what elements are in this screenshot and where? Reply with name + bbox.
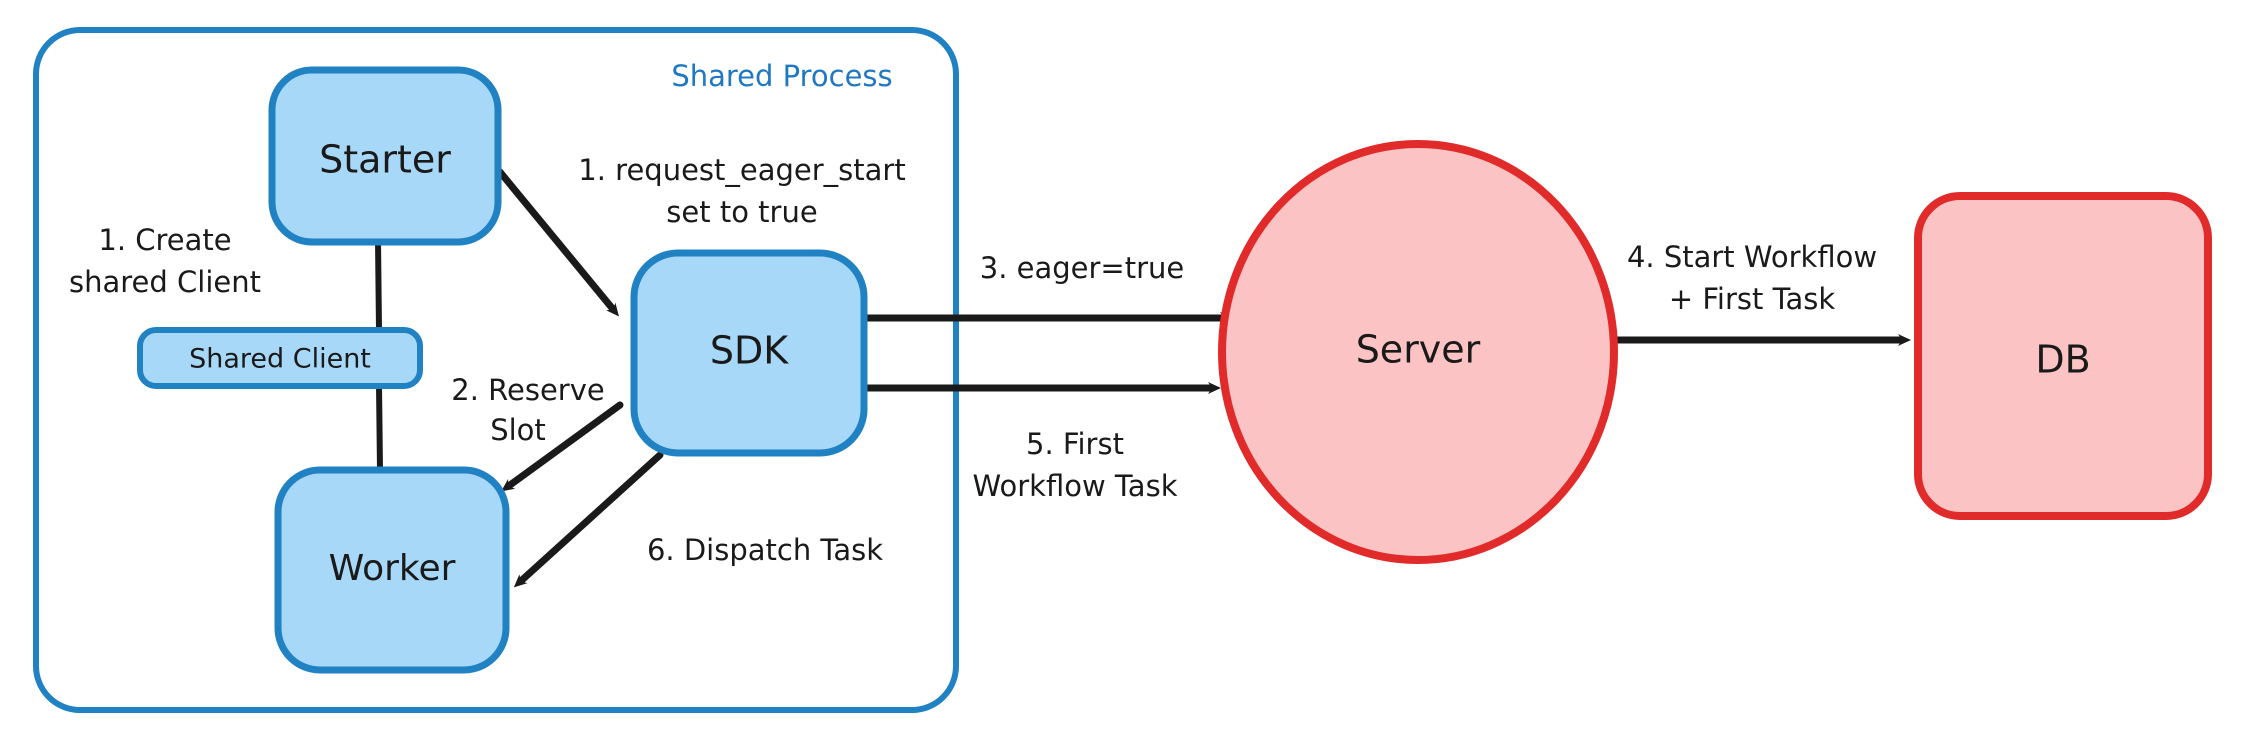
edge-label-request-eager-start-line1: 1. request_eager_start: [578, 153, 905, 187]
node-db-label: DB: [2035, 338, 2090, 382]
edge-starter-shared-client: [375, 237, 382, 333]
node-shared-client[interactable]: [137, 327, 423, 389]
edge-label-eager-true: 3. eager=true: [980, 251, 1185, 285]
edge-sdk-worker-reserve-slot: [501, 401, 624, 492]
node-starter[interactable]: [268, 66, 502, 246]
edge-starter-sdk: [496, 168, 619, 317]
edge-label-reserve-slot-line2: Slot: [490, 413, 546, 447]
node-worker-label: Worker: [329, 548, 456, 589]
edge-label-request-eager-start-line2: set to true: [666, 195, 817, 229]
shared-process-container: [33, 27, 959, 713]
edge-label-start-workflow-line1: 4. Start Workflow: [1627, 240, 1877, 274]
edge-label-dispatch-task: 6. Dispatch Task: [647, 533, 883, 567]
node-sdk[interactable]: [630, 249, 868, 457]
edge-label-first-workflow-task-line2: Workflow Task: [973, 469, 1178, 503]
node-server-label: Server: [1356, 328, 1481, 372]
node-sdk-label: SDK: [710, 329, 789, 373]
node-starter-label: Starter: [319, 138, 451, 182]
node-worker[interactable]: [274, 466, 510, 674]
edge-sdk-worker-dispatch-task: [513, 451, 664, 588]
edge-label-create-shared-client-line2: shared Client: [69, 265, 261, 299]
shared-process-label: Shared Process: [671, 59, 892, 93]
node-server[interactable]: [1218, 140, 1618, 564]
edge-label-create-shared-client-line1: 1. Create: [98, 223, 231, 257]
node-shared-client-label: Shared Client: [189, 344, 371, 375]
edge-label-start-workflow-line2: + First Task: [1669, 282, 1836, 316]
edge-label-reserve-slot-line1: 2. Reserve: [451, 373, 604, 407]
edge-label-first-workflow-task-line1: 5. First: [1026, 427, 1124, 461]
node-db[interactable]: [1914, 192, 2212, 520]
edge-shared-client-worker: [376, 382, 383, 473]
